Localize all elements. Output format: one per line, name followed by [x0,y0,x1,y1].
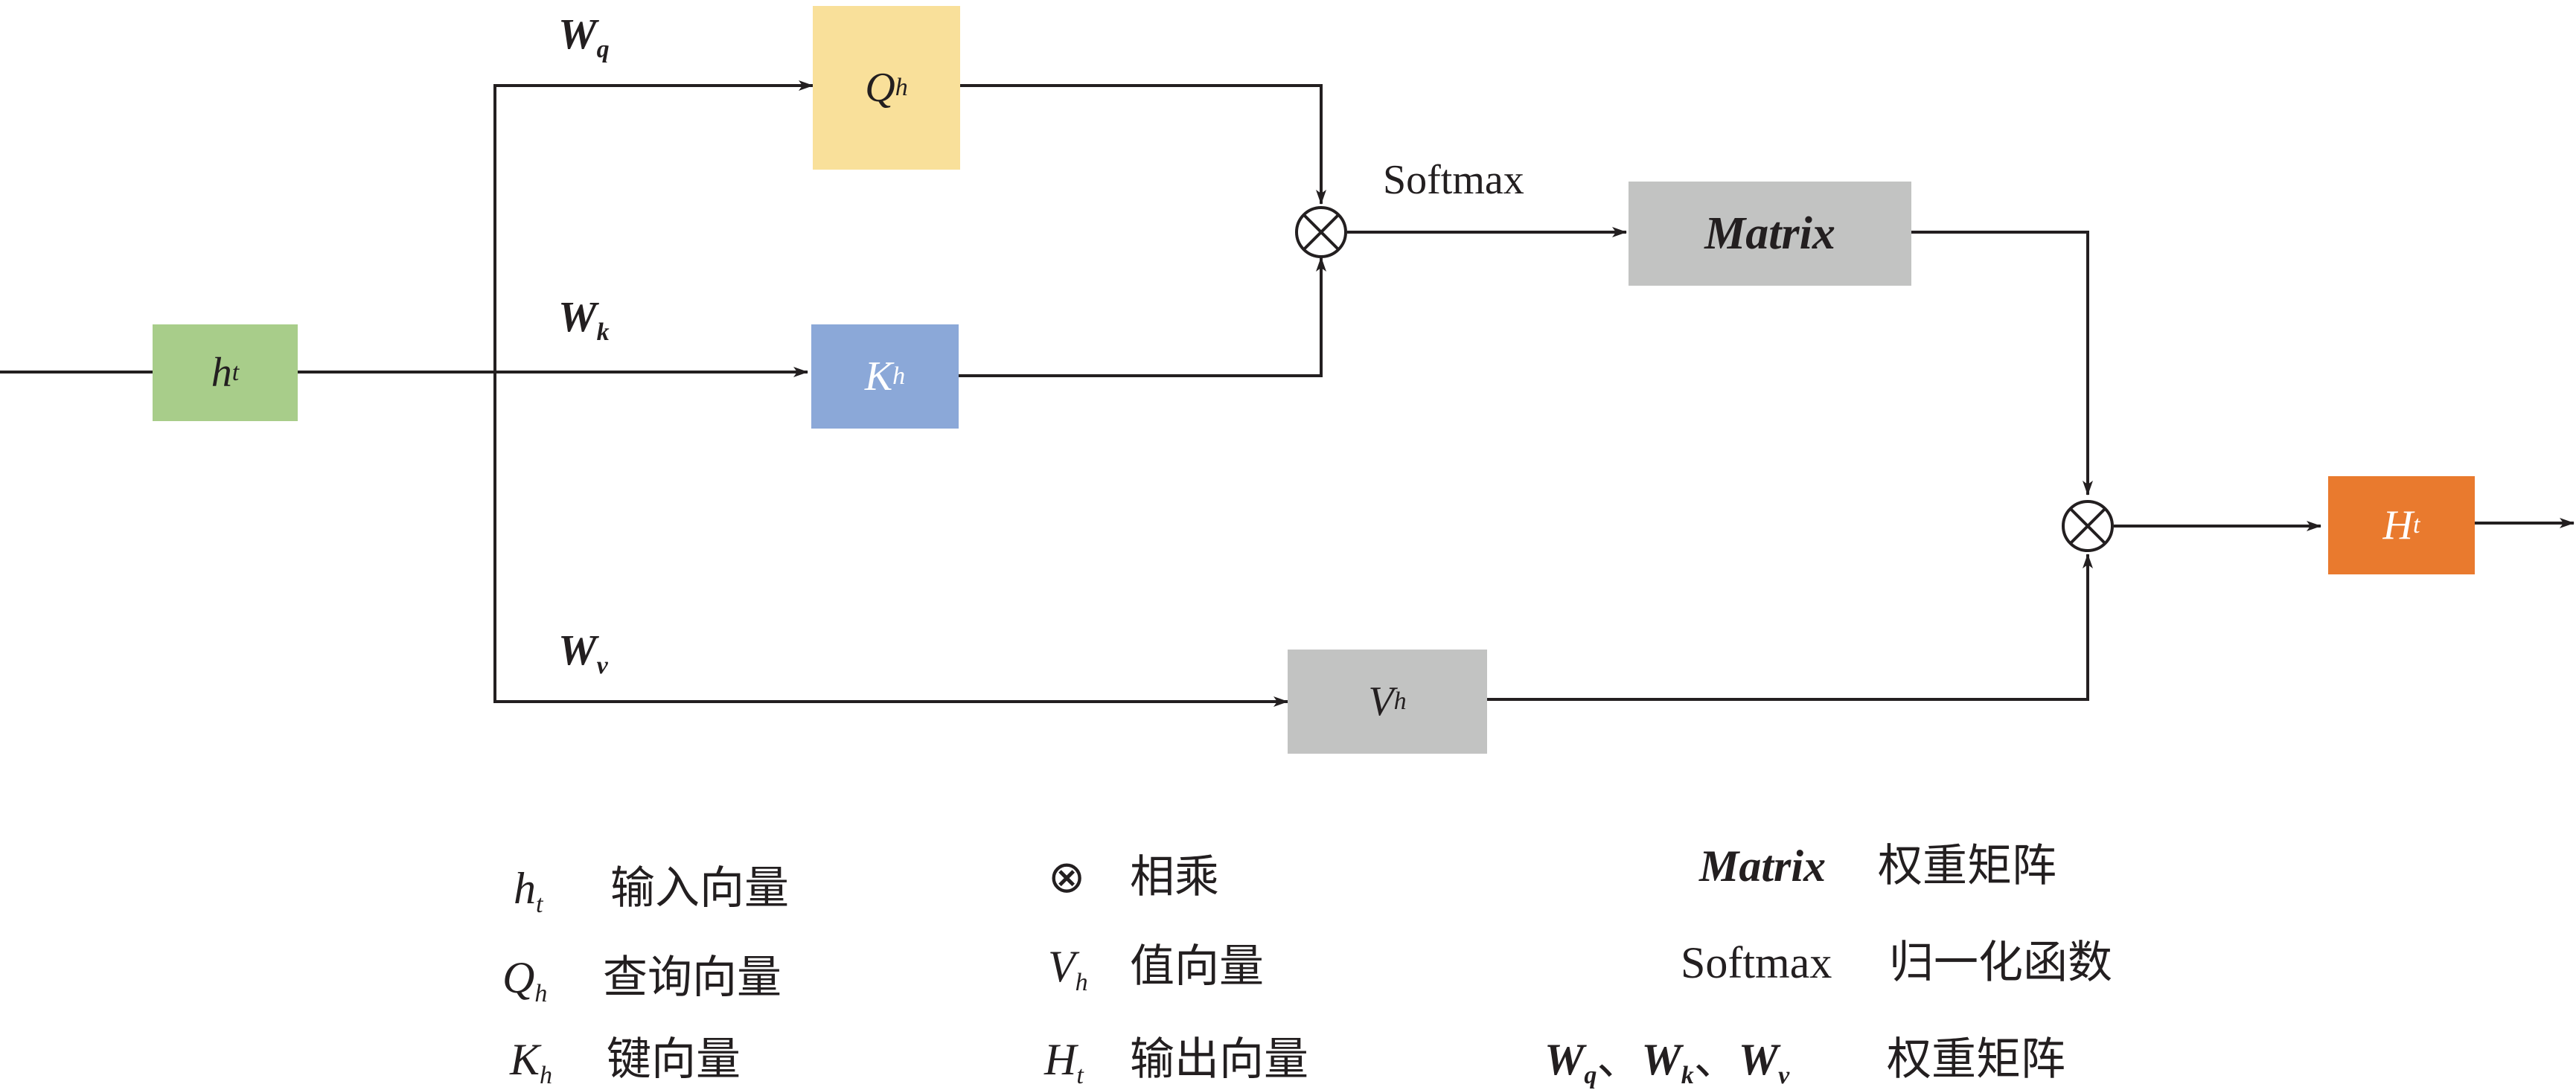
label-wk: Wk [558,292,610,346]
legend-weights: Wq、Wk、Wv 权重矩阵 [1544,1033,2065,1089]
label-wv: Wv [558,626,608,679]
edge-kh-mult1 [959,257,1326,377]
multiply-node-1 [1295,206,1347,258]
edge-matrix-mult2 [1911,231,2093,496]
legend-mult: ⊗相乘 [1048,851,1219,903]
label-wq: Wq [558,10,610,63]
multiply-node-2 [2062,500,2114,552]
edge-qh-mult1 [960,84,1326,205]
node-matrix: Matrix [1629,182,1911,286]
edge-vh-mult2 [1487,554,2093,701]
label-softmax: Softmax [1383,157,1524,203]
